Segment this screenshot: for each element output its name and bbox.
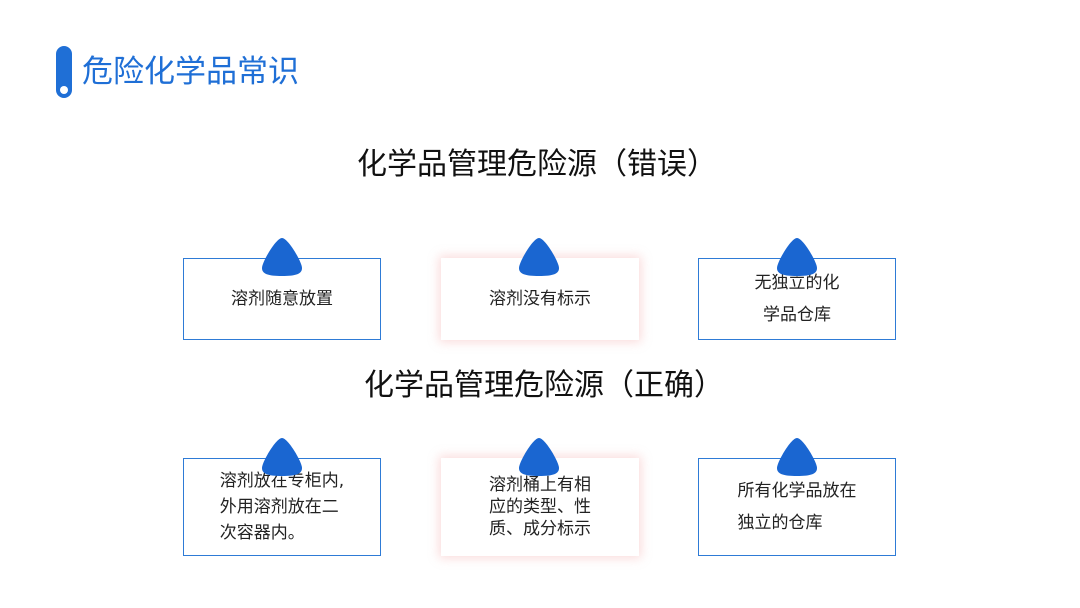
card-text: 无独立的化 学品仓库 (743, 267, 852, 331)
card-line: 溶剂放在专柜内, (219, 471, 345, 491)
card-text: 所有化学品放在 独立的仓库 (726, 475, 869, 539)
card-text: 溶剂随意放置 (219, 283, 345, 315)
triangle-marker-icon (777, 238, 817, 276)
triangle-marker-icon (777, 438, 817, 476)
card-wrong-2: 溶剂没有标示 (441, 258, 639, 340)
card-text: 溶剂桶上有相 应的类型、性 质、成分标示 (477, 474, 603, 540)
card-text: 溶剂放在专柜内, 外用溶剂放在二 次容器内。 (208, 468, 356, 546)
card-line: 溶剂桶上有相 (489, 475, 591, 495)
triangle-marker-icon (262, 238, 302, 276)
triangle-marker-icon (519, 438, 559, 476)
card-line: 应的类型、性 (489, 497, 591, 517)
card-line: 外用溶剂放在二 (219, 497, 339, 517)
card-line: 学品仓库 (763, 305, 831, 325)
triangle-marker-icon (519, 238, 559, 276)
page-title: 危险化学品常识 (82, 54, 299, 90)
card-line: 溶剂没有标示 (489, 289, 591, 309)
section-title-wrong: 化学品管理危险源（错误） (357, 147, 717, 182)
triangle-marker-icon (262, 438, 302, 476)
card-text: 溶剂没有标示 (477, 283, 603, 315)
card-line: 次容器内。 (219, 523, 305, 543)
card-line: 无独立的化 (754, 273, 840, 293)
card-line: 溶剂随意放置 (231, 289, 333, 309)
section-title-correct: 化学品管理危险源（正确） (364, 368, 724, 403)
card-line: 质、成分标示 (489, 519, 591, 539)
card-line: 所有化学品放在 (737, 481, 857, 501)
card-line: 独立的仓库 (737, 513, 823, 533)
title-marker-icon (56, 46, 72, 98)
